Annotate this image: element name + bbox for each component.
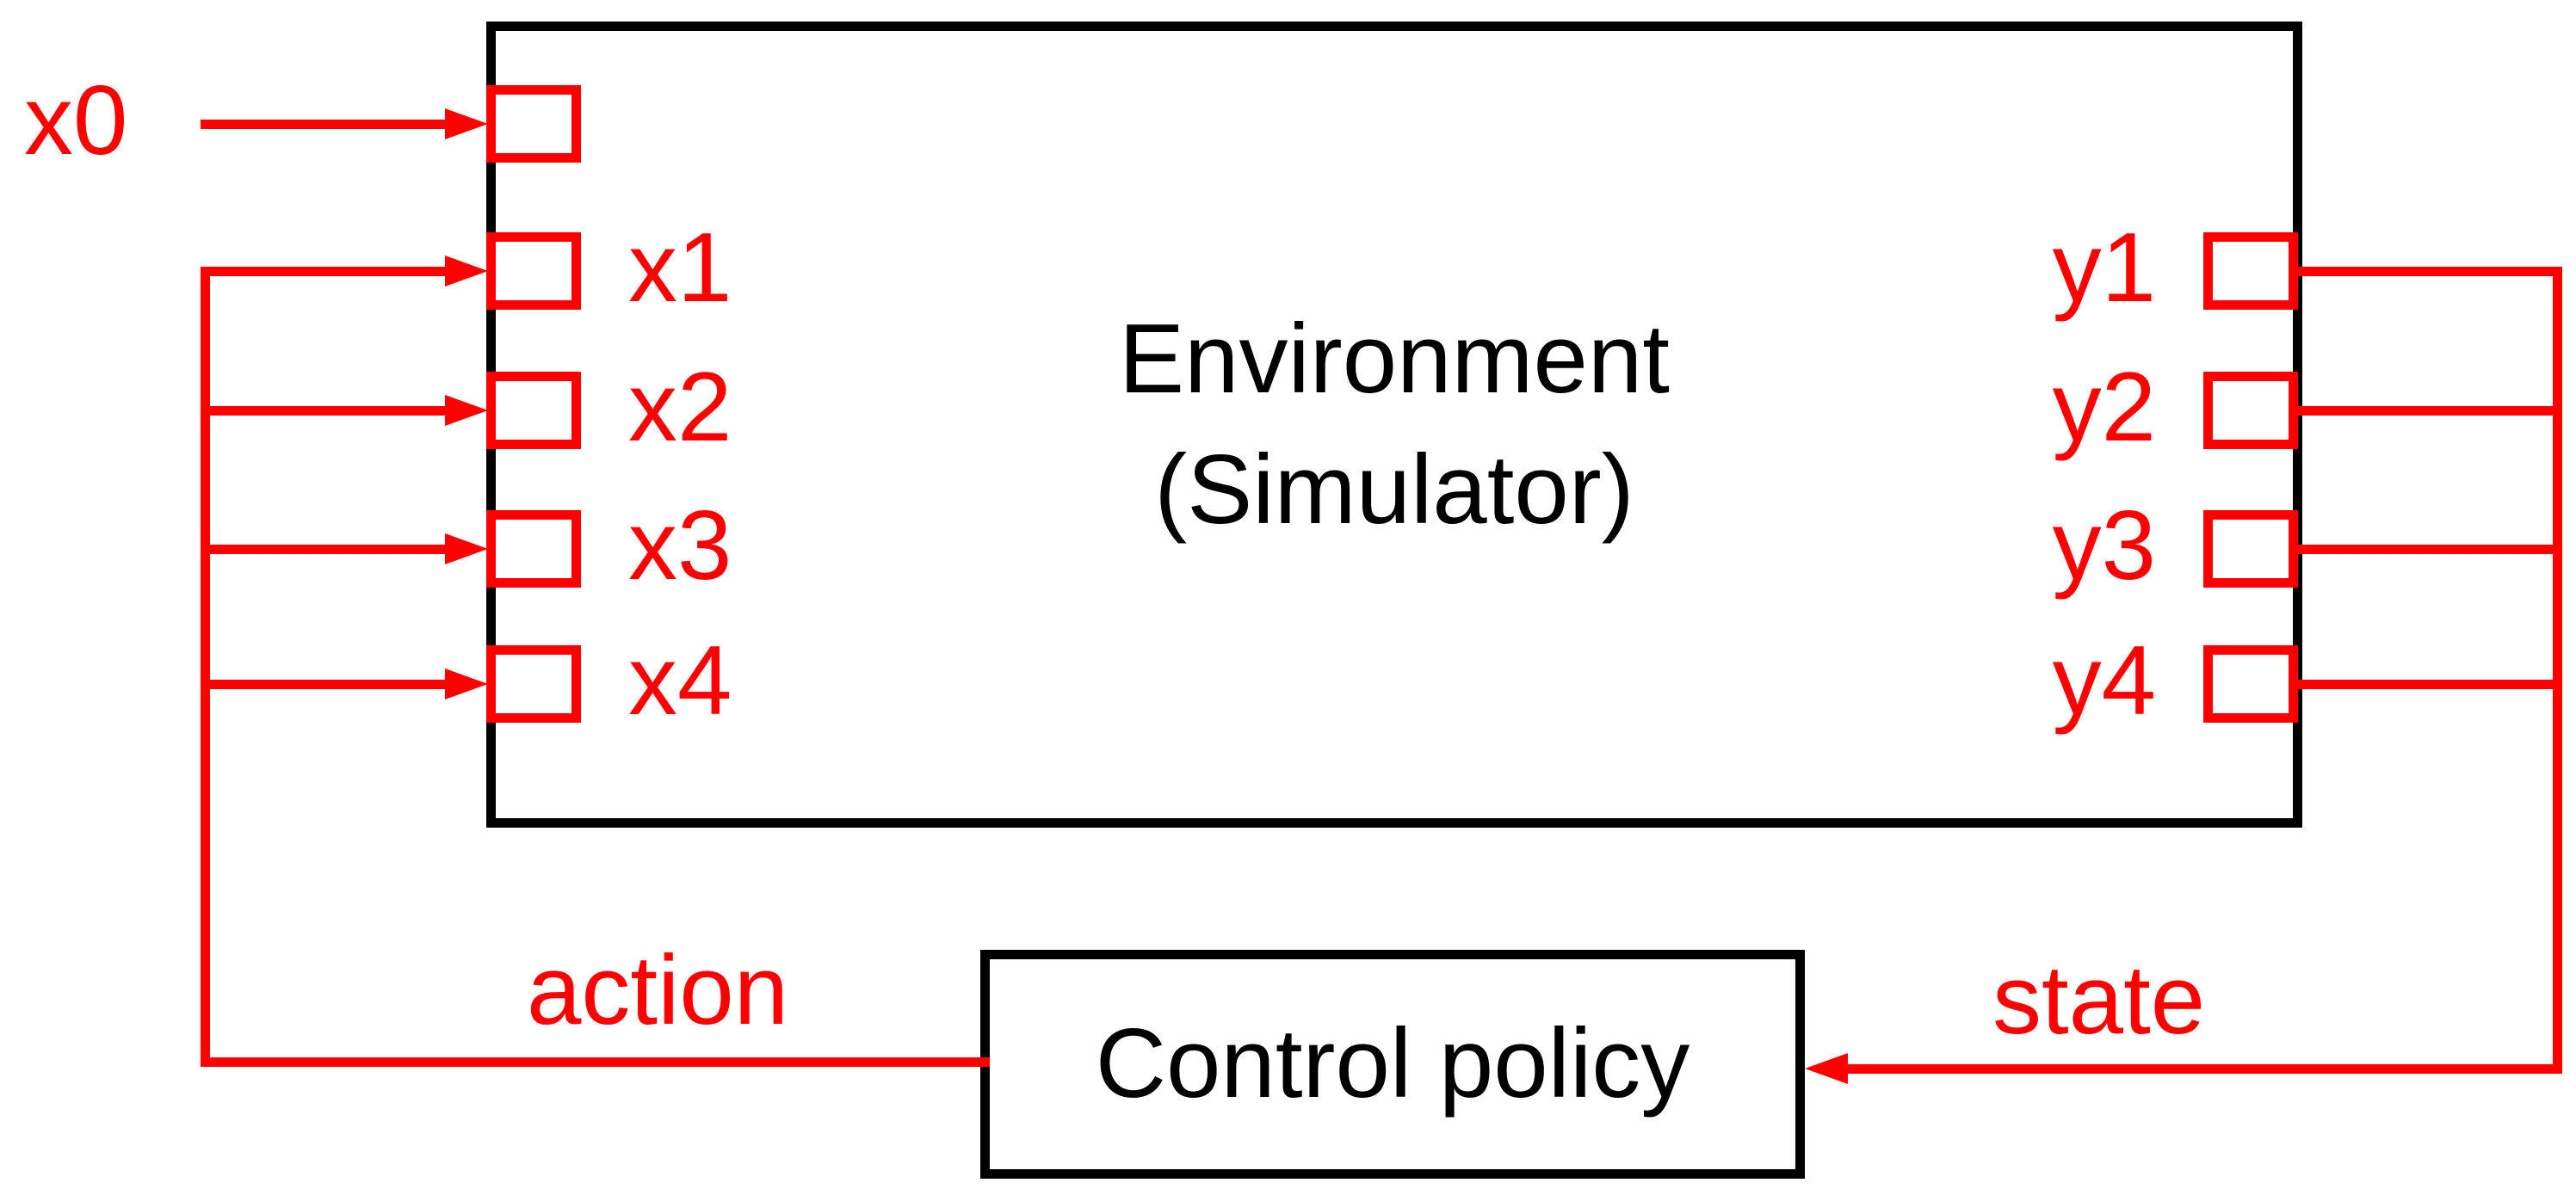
y3-output-line: [2298, 545, 2562, 554]
input-port-x4-square: [486, 645, 581, 723]
x0-arrow-shaft: [201, 120, 445, 129]
output-label-y2: y2: [2052, 353, 2156, 462]
x3-arrow-shaft: [201, 545, 445, 554]
x4-arrowhead-icon: [445, 668, 488, 699]
output-port-y1-square: [2203, 232, 2298, 310]
environment-title: Environment (Simulator): [1119, 294, 1670, 556]
input-port-x2-square: [486, 372, 581, 449]
x2-arrowhead-icon: [445, 395, 488, 426]
output-port-y3-square: [2203, 510, 2298, 588]
action-flow-label: action: [527, 936, 789, 1045]
control-policy-box: Control policy: [980, 950, 1805, 1179]
environment-title-line1: Environment: [1119, 304, 1670, 414]
state-arrowhead-icon: [1805, 1053, 1848, 1084]
state-flow-label: state: [1992, 946, 2206, 1055]
x2-arrow-shaft: [201, 406, 445, 416]
state-bus-line: [2553, 267, 2562, 1074]
y1-output-line: [2298, 267, 2562, 276]
input-label-x4: x4: [628, 626, 732, 736]
x1-arrowhead-icon: [445, 256, 488, 286]
environment-box: Environment (Simulator): [486, 22, 2302, 828]
input-label-x1: x1: [628, 213, 732, 323]
output-label-y4: y4: [2052, 626, 2156, 736]
x3-arrowhead-icon: [445, 533, 488, 564]
input-port-x1-square: [486, 232, 581, 310]
y4-output-line: [2298, 680, 2562, 689]
control-policy-label: Control policy: [1095, 1009, 1690, 1118]
input-label-x3: x3: [628, 491, 732, 601]
output-port-y2-square: [2203, 372, 2298, 449]
output-label-y3: y3: [2052, 491, 2156, 601]
input-label-x0: x0: [24, 66, 128, 176]
x0-arrowhead-icon: [445, 108, 488, 139]
action-flow-line: [201, 1057, 990, 1067]
input-port-x0-square: [486, 85, 581, 163]
action-bus-line: [201, 267, 210, 1067]
output-port-y4-square: [2203, 645, 2298, 723]
x1-arrow-shaft: [201, 267, 445, 276]
input-port-x3-square: [486, 510, 581, 588]
x4-arrow-shaft: [201, 680, 445, 689]
environment-title-line2: (Simulator): [1154, 434, 1634, 545]
output-label-y1: y1: [2052, 213, 2156, 323]
state-flow-line: [1848, 1064, 2562, 1074]
y2-output-line: [2298, 406, 2562, 416]
input-label-x2: x2: [628, 353, 732, 462]
